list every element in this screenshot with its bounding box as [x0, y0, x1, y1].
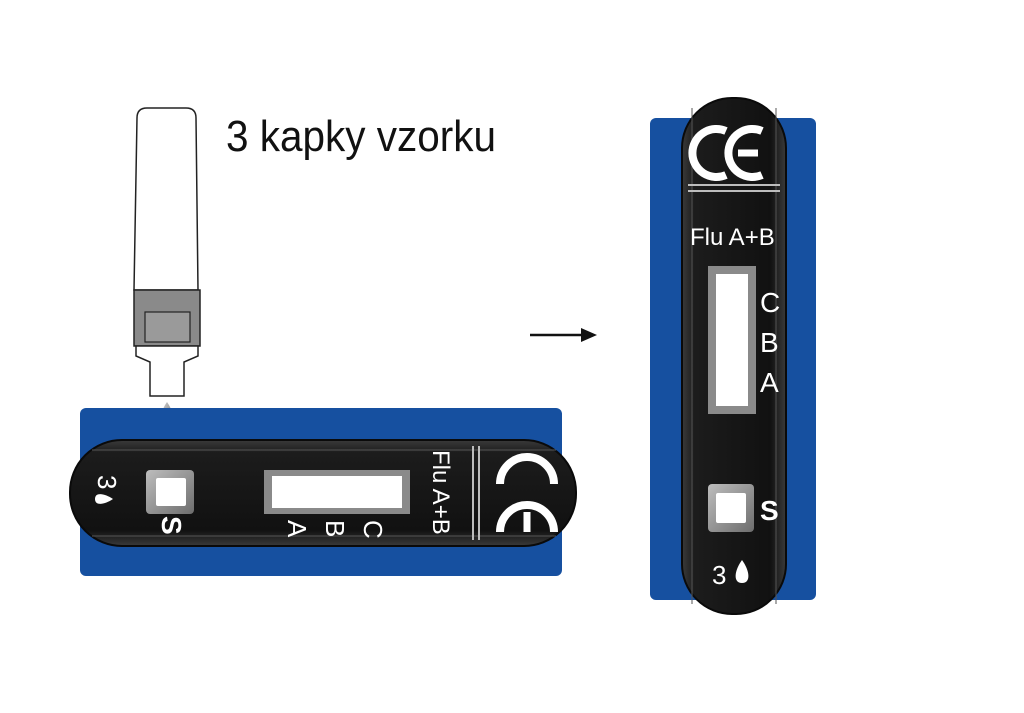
cassette-horizontal: S 3 C B A Flu A+B: [69, 408, 577, 576]
dropper-icon: [133, 107, 201, 397]
line-b-label: B: [760, 327, 779, 358]
line-a-label: A: [760, 367, 779, 398]
ce-mark-icon: [496, 453, 558, 533]
arrow-right-icon: [530, 328, 597, 342]
drop-icon: [95, 494, 113, 504]
drop-count: 3: [712, 560, 726, 590]
sample-label: S: [156, 516, 187, 535]
drop-icon: [735, 560, 749, 583]
line-b-label: B: [320, 520, 350, 537]
test-name-label: Flu A+B: [427, 450, 454, 535]
test-name-label: Flu A+B: [690, 224, 775, 251]
line-c-label: C: [358, 520, 388, 539]
line-a-label: A: [282, 520, 312, 538]
ce-mark-icon: [688, 125, 764, 181]
result-window: [272, 476, 402, 508]
result-window: [716, 274, 748, 406]
drop-count: 3: [92, 475, 122, 489]
cassette-vertical: Flu A+B C B A S 3: [650, 97, 816, 615]
caption-text: 3 kapky vzorku: [226, 112, 496, 161]
sample-label: S: [760, 495, 779, 526]
line-c-label: C: [760, 287, 780, 318]
